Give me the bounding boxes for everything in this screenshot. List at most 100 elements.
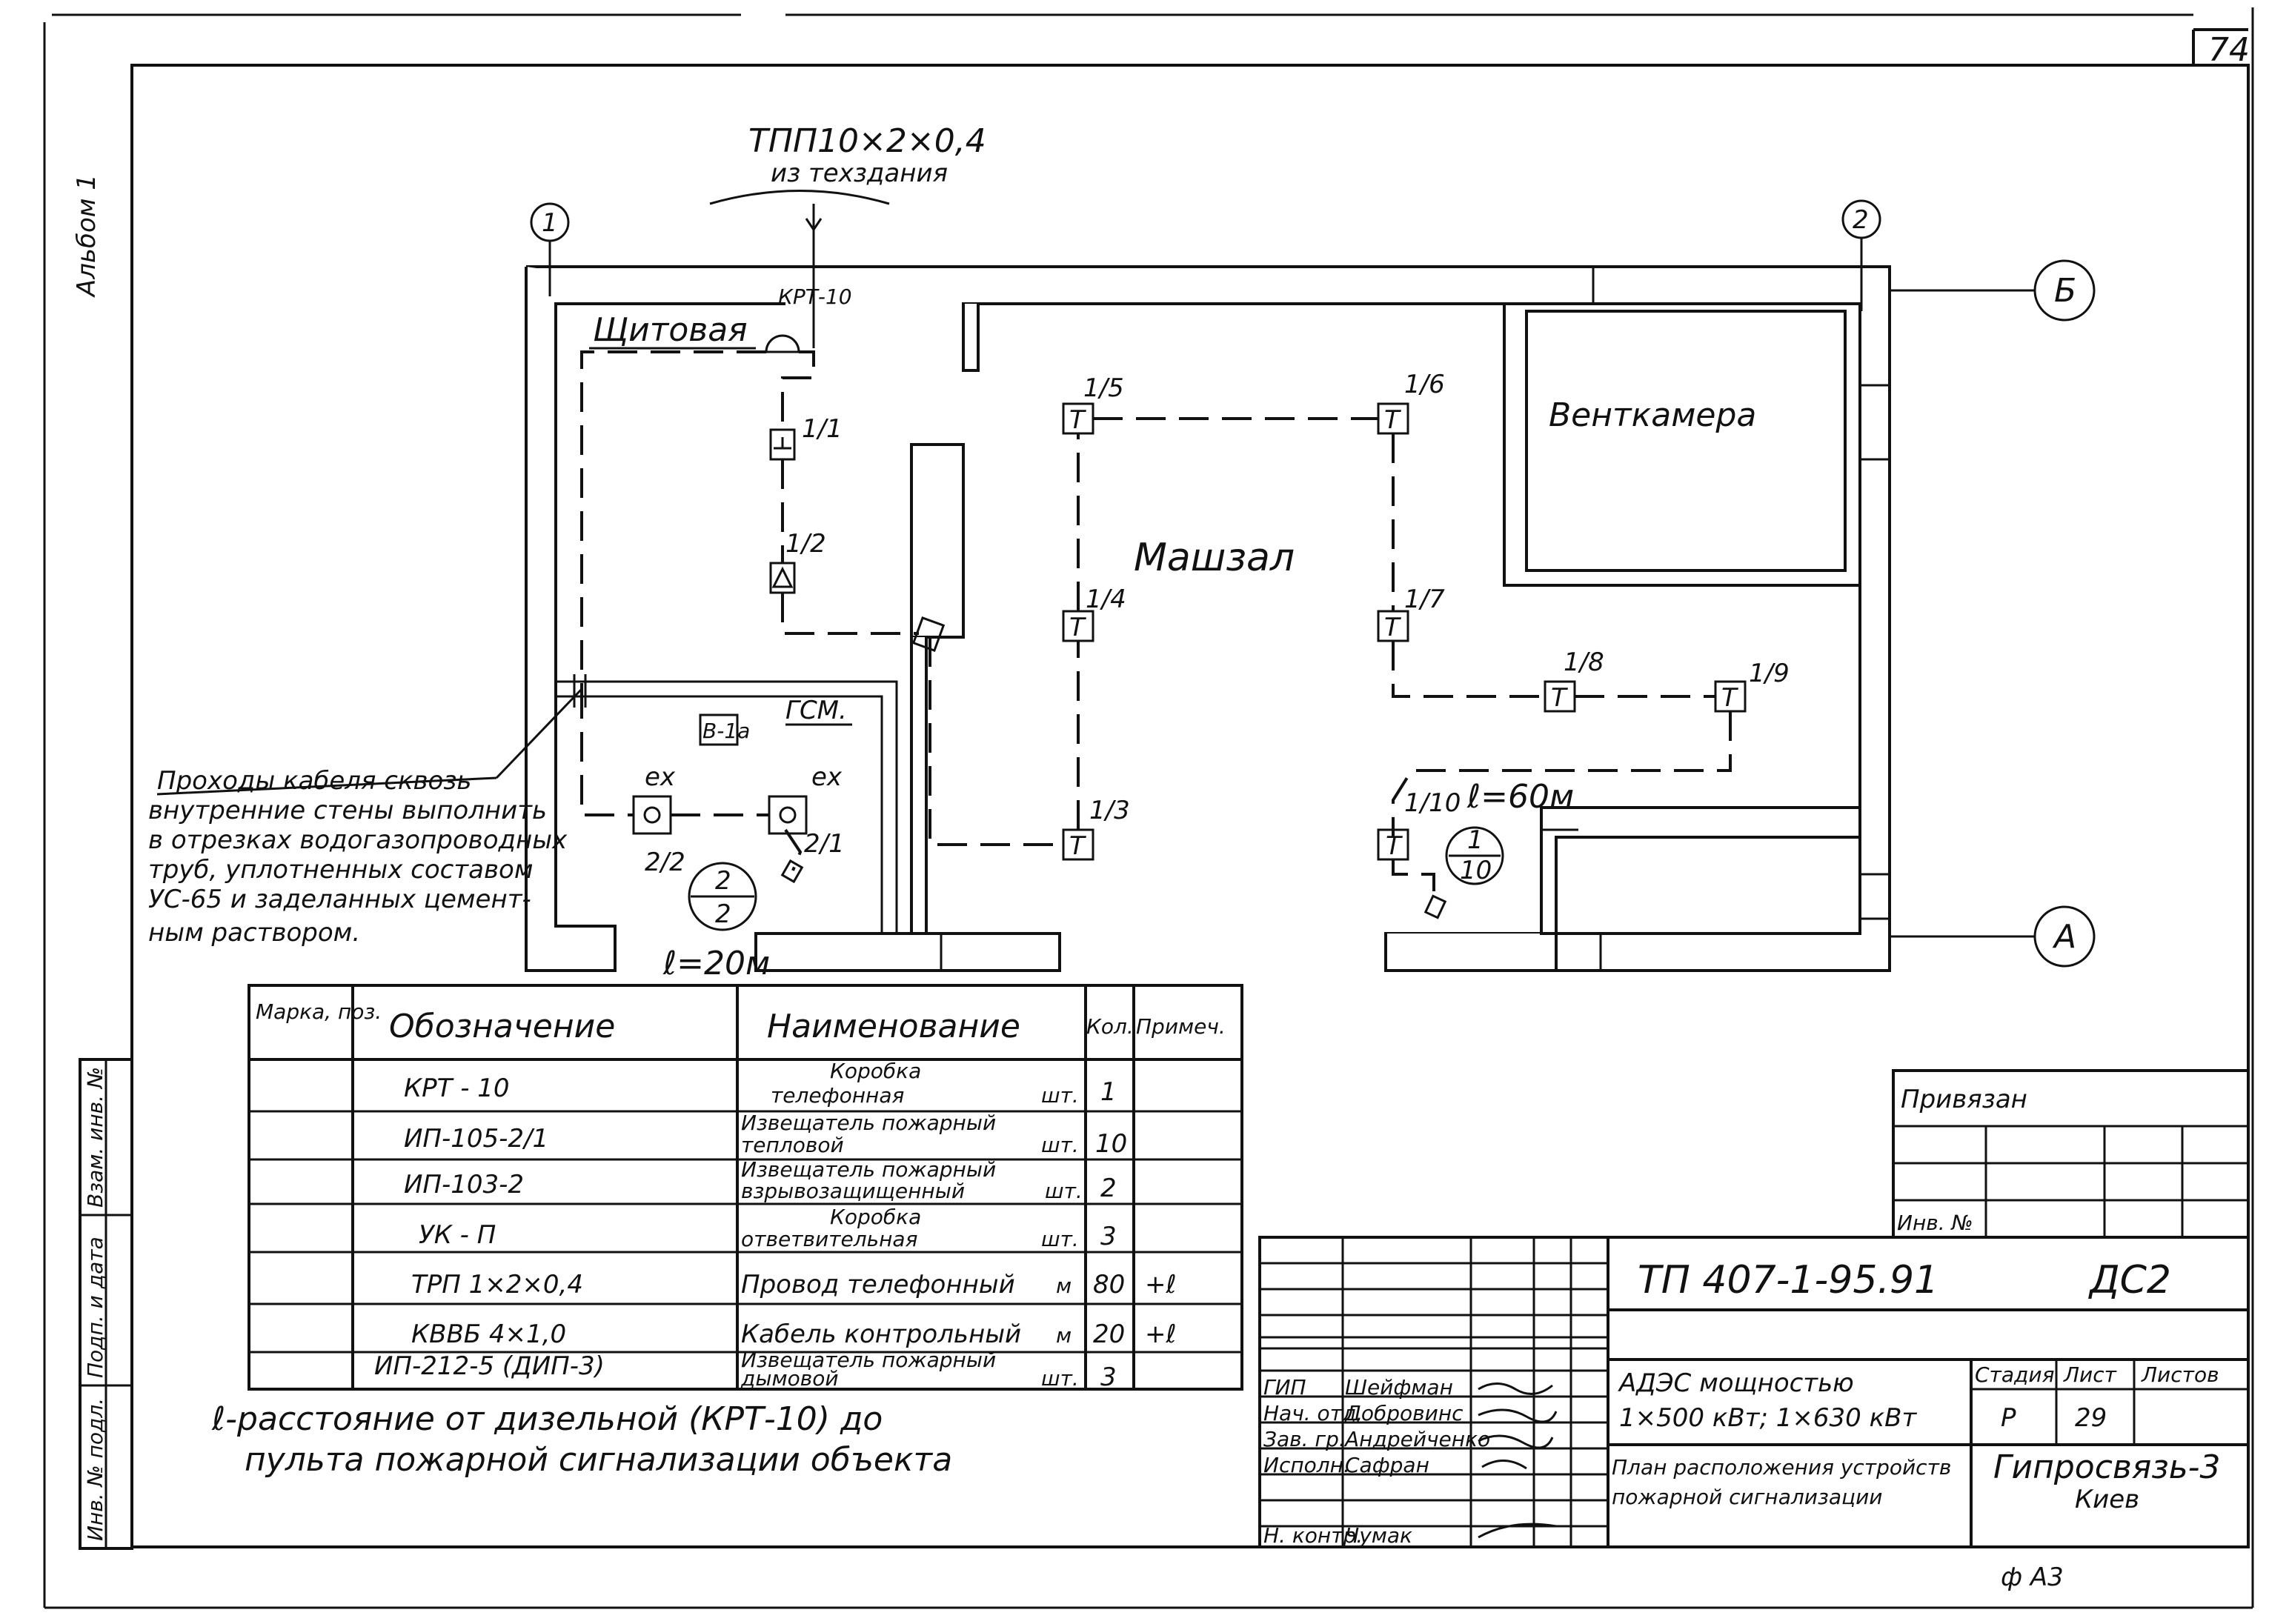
row-4-name2: ответвительная — [741, 1227, 917, 1251]
row-1-unit: шт. — [1041, 1083, 1079, 1108]
dev-1-1: 1/1 — [802, 414, 843, 444]
stage-value: Р — [2001, 1403, 2016, 1433]
title-block: ТП 407-1-95.91 ДС2 АДЭС мощностью 1×500 … — [1258, 1236, 2250, 1548]
row-7-name2: дымовой — [740, 1366, 839, 1391]
row-4-qty: 3 — [1100, 1222, 1117, 1251]
role-4: Исполн. — [1263, 1453, 1350, 1477]
row-2-unit: шт. — [1041, 1133, 1079, 1157]
dev-1-5: 1/5 — [1083, 373, 1124, 403]
row-5-note: +ℓ — [1145, 1270, 1177, 1299]
sheets-header: Листов — [2141, 1362, 2219, 1387]
dev-1-7: 1/7 — [1404, 585, 1445, 614]
doc-code: ТП 407-1-95.91 — [1638, 1258, 1938, 1302]
circle-1-top: 1 — [1467, 825, 1484, 855]
row-4-code: УК - П — [419, 1220, 496, 1250]
row-2-qty: 10 — [1095, 1129, 1127, 1159]
side-stamp-f3: Взам. инв. № — [83, 1067, 107, 1208]
dev-1-2: 1/2 — [785, 529, 826, 559]
org-1: Гипросвязь-3 — [1993, 1448, 2221, 1486]
row-1-name2: телефонная — [771, 1083, 904, 1108]
row-7-unit: шт. — [1041, 1366, 1079, 1391]
circle-2-bottom: 2 — [715, 899, 731, 929]
cable-note: Проходы кабеля сквозь внутренние стены в… — [148, 766, 568, 948]
page-number: 74 — [2208, 31, 2250, 69]
dev-1-3: 1/3 — [1089, 796, 1130, 825]
note-line-3: в отрезках водогазопроводных — [148, 825, 568, 855]
row-7-code: ИП-212-5 (ДИП-3) — [374, 1351, 605, 1381]
name-3: Андрейченко — [1343, 1427, 1490, 1451]
cable-label-1: ТПП10×2×0,4 — [748, 122, 986, 160]
room-mashzal: Машзал — [1134, 536, 1295, 580]
dev-2-2: 2/2 — [645, 848, 685, 877]
name-1: Шейфман — [1345, 1375, 1453, 1400]
axis-b: Б — [2054, 272, 2076, 310]
col-note: Примеч. — [1136, 1014, 1226, 1039]
sheet-header: Лист — [2063, 1362, 2117, 1387]
row-3-code: ИП-103-2 — [404, 1170, 524, 1199]
footnote-2: пульта пожарной сигнализации объекта — [245, 1441, 952, 1479]
row-6-note: +ℓ — [1145, 1320, 1177, 1349]
row-3-unit: шт. — [1045, 1179, 1083, 1203]
ex-2: ex — [811, 762, 843, 792]
t-1-6: Т — [1384, 405, 1401, 435]
row-3-qty: 2 — [1100, 1174, 1117, 1203]
t-1-8: Т — [1551, 683, 1568, 713]
project-2: 1×500 кВт; 1×630 кВт — [1619, 1403, 1917, 1433]
row-4-unit: шт. — [1041, 1227, 1079, 1251]
tied-block: Привязан Инв. № — [1892, 1069, 2250, 1239]
inner-frame — [130, 64, 2250, 1548]
tied-title: Привязан — [1901, 1085, 2027, 1114]
room-gsm: ГСМ. — [785, 696, 847, 725]
dev-1-4: 1/4 — [1086, 585, 1126, 614]
row-3-name2: взрывозащищенный — [741, 1179, 965, 1203]
col-qty: Кол. — [1086, 1014, 1134, 1039]
axis-a: А — [2052, 918, 2076, 956]
circle-1-bottom: 10 — [1460, 856, 1492, 885]
row-2-name1: Извещатель пожарный — [741, 1111, 996, 1135]
row-3-name1: Извещатель пожарный — [741, 1157, 996, 1182]
room-ventkamera: Венткамера — [1549, 396, 1756, 434]
row-7-name1: Извещатель пожарный — [741, 1348, 996, 1372]
row-1-qty: 1 — [1100, 1077, 1117, 1107]
tied-inv: Инв. № — [1897, 1211, 1973, 1235]
row-6-unit: м — [1056, 1323, 1072, 1348]
spec-table: Марка, поз. Обозначение Наименование Кол… — [247, 984, 1243, 1392]
dist-60: ℓ=60м — [1466, 778, 1574, 816]
circle-2-top: 2 — [715, 866, 731, 896]
footnote-1: ℓ-расстояние от дизельной (КРТ-10) до — [211, 1400, 883, 1438]
col-mark: Марка, поз. — [256, 999, 382, 1024]
col-code: Обозначение — [389, 1008, 615, 1045]
drawing-2: пожарной сигнализации — [1612, 1485, 1883, 1509]
note-line-5: УС-65 и заделанных цемент- — [148, 885, 531, 914]
dev-1-8: 1/8 — [1564, 648, 1604, 677]
note-line-4: труб, уплотненных составом — [148, 855, 533, 885]
ex-1: ex — [645, 762, 676, 792]
t-1-7: Т — [1384, 613, 1401, 642]
row-5-name2: Провод телефонный — [741, 1270, 1015, 1299]
floor-plan: 1 2 Б А ТПП10×2×0,4 из техздания Щитовая… — [495, 122, 2096, 982]
row-1-name1: Коробка — [830, 1059, 921, 1083]
dev-2-1: 2/1 — [804, 829, 845, 859]
t-1-3: Т — [1069, 831, 1086, 861]
dist-20: ℓ=20м — [662, 945, 770, 982]
axis-2: 2 — [1853, 205, 1869, 235]
role-3: Зав. гр. — [1263, 1427, 1346, 1451]
row-6-qty: 20 — [1093, 1320, 1125, 1349]
t-1-10: Т — [1386, 831, 1403, 861]
t-1-9: Т — [1721, 683, 1738, 713]
row-6-name2: Кабель контрольный — [741, 1320, 1021, 1349]
row-1-code: КРТ - 10 — [404, 1074, 510, 1103]
side-stamp: Инв. № подл. Подп. и дата Взам. инв. № — [79, 1058, 133, 1550]
side-stamp-f1: Инв. № подл. — [83, 1398, 107, 1541]
t-1-5: Т — [1069, 405, 1086, 435]
signatures — [1478, 1382, 1558, 1539]
name-4: Сафран — [1345, 1453, 1429, 1477]
row-5-unit: м — [1056, 1274, 1072, 1298]
box-label: В-1а — [702, 719, 750, 743]
row-2-name2: тепловой — [741, 1133, 844, 1157]
dev-1-6: 1/6 — [1404, 370, 1445, 399]
row-4-name1: Коробка — [830, 1205, 921, 1229]
note-line-2: внутренние стены выполнить — [148, 796, 547, 825]
dev-1-9: 1/9 — [1749, 659, 1790, 688]
